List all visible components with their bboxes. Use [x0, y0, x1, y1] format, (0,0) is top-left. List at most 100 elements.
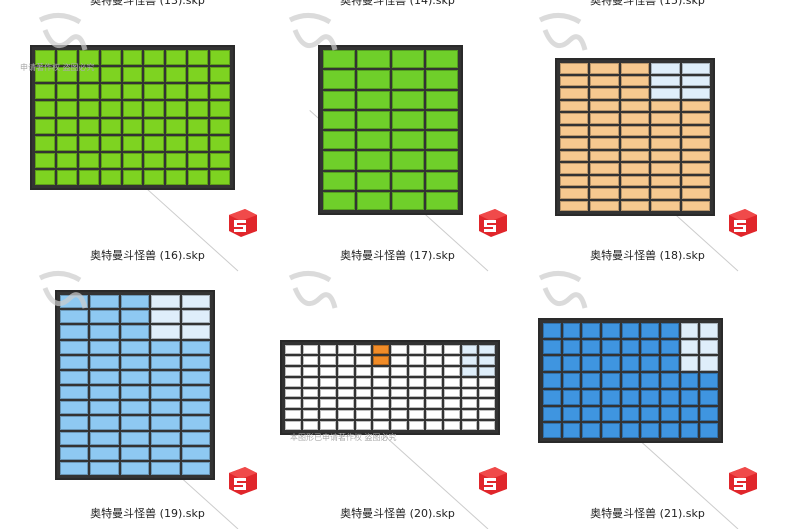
locker-door — [357, 70, 390, 89]
locker-door — [100, 152, 121, 168]
file-thumbnail[interactable] — [318, 45, 463, 215]
locker-door — [78, 118, 99, 134]
locker-door — [210, 67, 230, 83]
locker-door — [323, 70, 356, 89]
locker-door — [120, 355, 150, 369]
file-label[interactable]: 奥特曼斗怪兽 (15).skp — [590, 0, 705, 7]
locker-door — [590, 188, 619, 199]
locker-door — [151, 310, 180, 324]
locker-door — [641, 373, 659, 388]
locker-door — [122, 50, 143, 66]
locker-door — [590, 138, 619, 149]
locker-door — [323, 151, 356, 170]
locker-door — [285, 377, 301, 387]
locker-door — [590, 175, 619, 186]
locker-door — [461, 388, 478, 398]
locker-door — [338, 355, 354, 365]
locker-door — [660, 389, 679, 405]
locker-door — [144, 50, 165, 66]
locker-door — [425, 171, 458, 190]
locker-door — [461, 421, 478, 430]
file-thumbnail[interactable] — [30, 45, 235, 190]
locker-door — [60, 310, 89, 324]
locker-door — [78, 152, 99, 168]
file-thumbnail[interactable] — [280, 340, 500, 435]
watermark-logo — [30, 10, 90, 67]
locker-door — [338, 410, 354, 420]
locker-door — [323, 191, 356, 210]
file-label[interactable]: 奥特曼斗怪兽 (20).skp — [340, 507, 455, 520]
locker-door — [355, 377, 372, 387]
locker-door — [621, 389, 640, 405]
file-label[interactable]: 奥特曼斗怪兽 (14).skp — [340, 0, 455, 7]
sketchup-file-icon — [725, 205, 759, 239]
locker-door — [90, 325, 119, 339]
locker-door — [90, 416, 119, 430]
locker-door — [426, 355, 442, 365]
file-thumbnail[interactable] — [55, 290, 215, 480]
locker-door — [461, 355, 478, 365]
locker-door — [425, 90, 458, 109]
locker-door — [641, 323, 659, 338]
locker-door — [151, 461, 180, 475]
locker-door — [78, 84, 99, 100]
locker-door — [323, 131, 356, 150]
locker-door — [562, 389, 581, 405]
locker-door — [35, 169, 55, 185]
file-thumbnail[interactable] — [538, 318, 723, 443]
locker-door — [338, 366, 354, 376]
locker-door — [444, 345, 460, 354]
file-label[interactable]: 奥特曼斗怪兽 (21).skp — [590, 507, 705, 520]
locker-door — [651, 88, 680, 99]
file-label[interactable]: 奥特曼斗怪兽 (19).skp — [90, 507, 205, 520]
locker-door — [601, 423, 620, 438]
file-label[interactable]: 奥特曼斗怪兽 (17).skp — [340, 249, 455, 262]
locker-door — [120, 416, 150, 430]
file-label[interactable]: 奥特曼斗怪兽 (18).skp — [590, 249, 705, 262]
locker-door — [426, 410, 442, 420]
locker-door — [210, 135, 230, 151]
locker-door — [621, 406, 640, 422]
locker-door — [166, 84, 187, 100]
watermark-logo — [530, 10, 590, 67]
file-thumbnail[interactable] — [555, 58, 715, 216]
locker-door — [323, 90, 356, 109]
locker-door — [391, 90, 424, 109]
locker-door — [151, 386, 180, 400]
locker-door — [479, 377, 495, 387]
locker-door — [582, 406, 600, 422]
locker-door — [700, 339, 718, 355]
locker-door — [302, 355, 319, 365]
locker-door — [166, 50, 187, 66]
locker-door — [188, 67, 209, 83]
locker-door — [444, 421, 460, 430]
locker-door — [188, 135, 209, 151]
locker-door — [582, 373, 600, 388]
locker-door — [210, 169, 230, 185]
locker-door — [151, 416, 180, 430]
locker-door — [700, 389, 718, 405]
locker-door — [543, 406, 561, 422]
locker-door — [651, 175, 680, 186]
locker-door — [302, 366, 319, 376]
locker-door — [425, 191, 458, 210]
file-label[interactable]: 奥特曼斗怪兽 (13).skp — [90, 0, 205, 7]
locker-door — [408, 345, 425, 354]
locker-door — [144, 101, 165, 117]
locker-door — [479, 388, 495, 398]
locker-door — [681, 163, 710, 174]
locker-door — [302, 410, 319, 420]
locker-door — [562, 323, 581, 338]
locker-door — [641, 356, 659, 372]
locker-door — [660, 373, 679, 388]
locker-door — [120, 295, 150, 309]
locker-door — [601, 356, 620, 372]
locker-door — [60, 355, 89, 369]
locker-door — [560, 150, 589, 161]
locker-door — [560, 113, 589, 124]
locker-door — [60, 416, 89, 430]
locker-door — [210, 118, 230, 134]
locker-door — [56, 118, 77, 134]
file-label[interactable]: 奥特曼斗怪兽 (16).skp — [90, 249, 205, 262]
locker-door — [543, 389, 561, 405]
